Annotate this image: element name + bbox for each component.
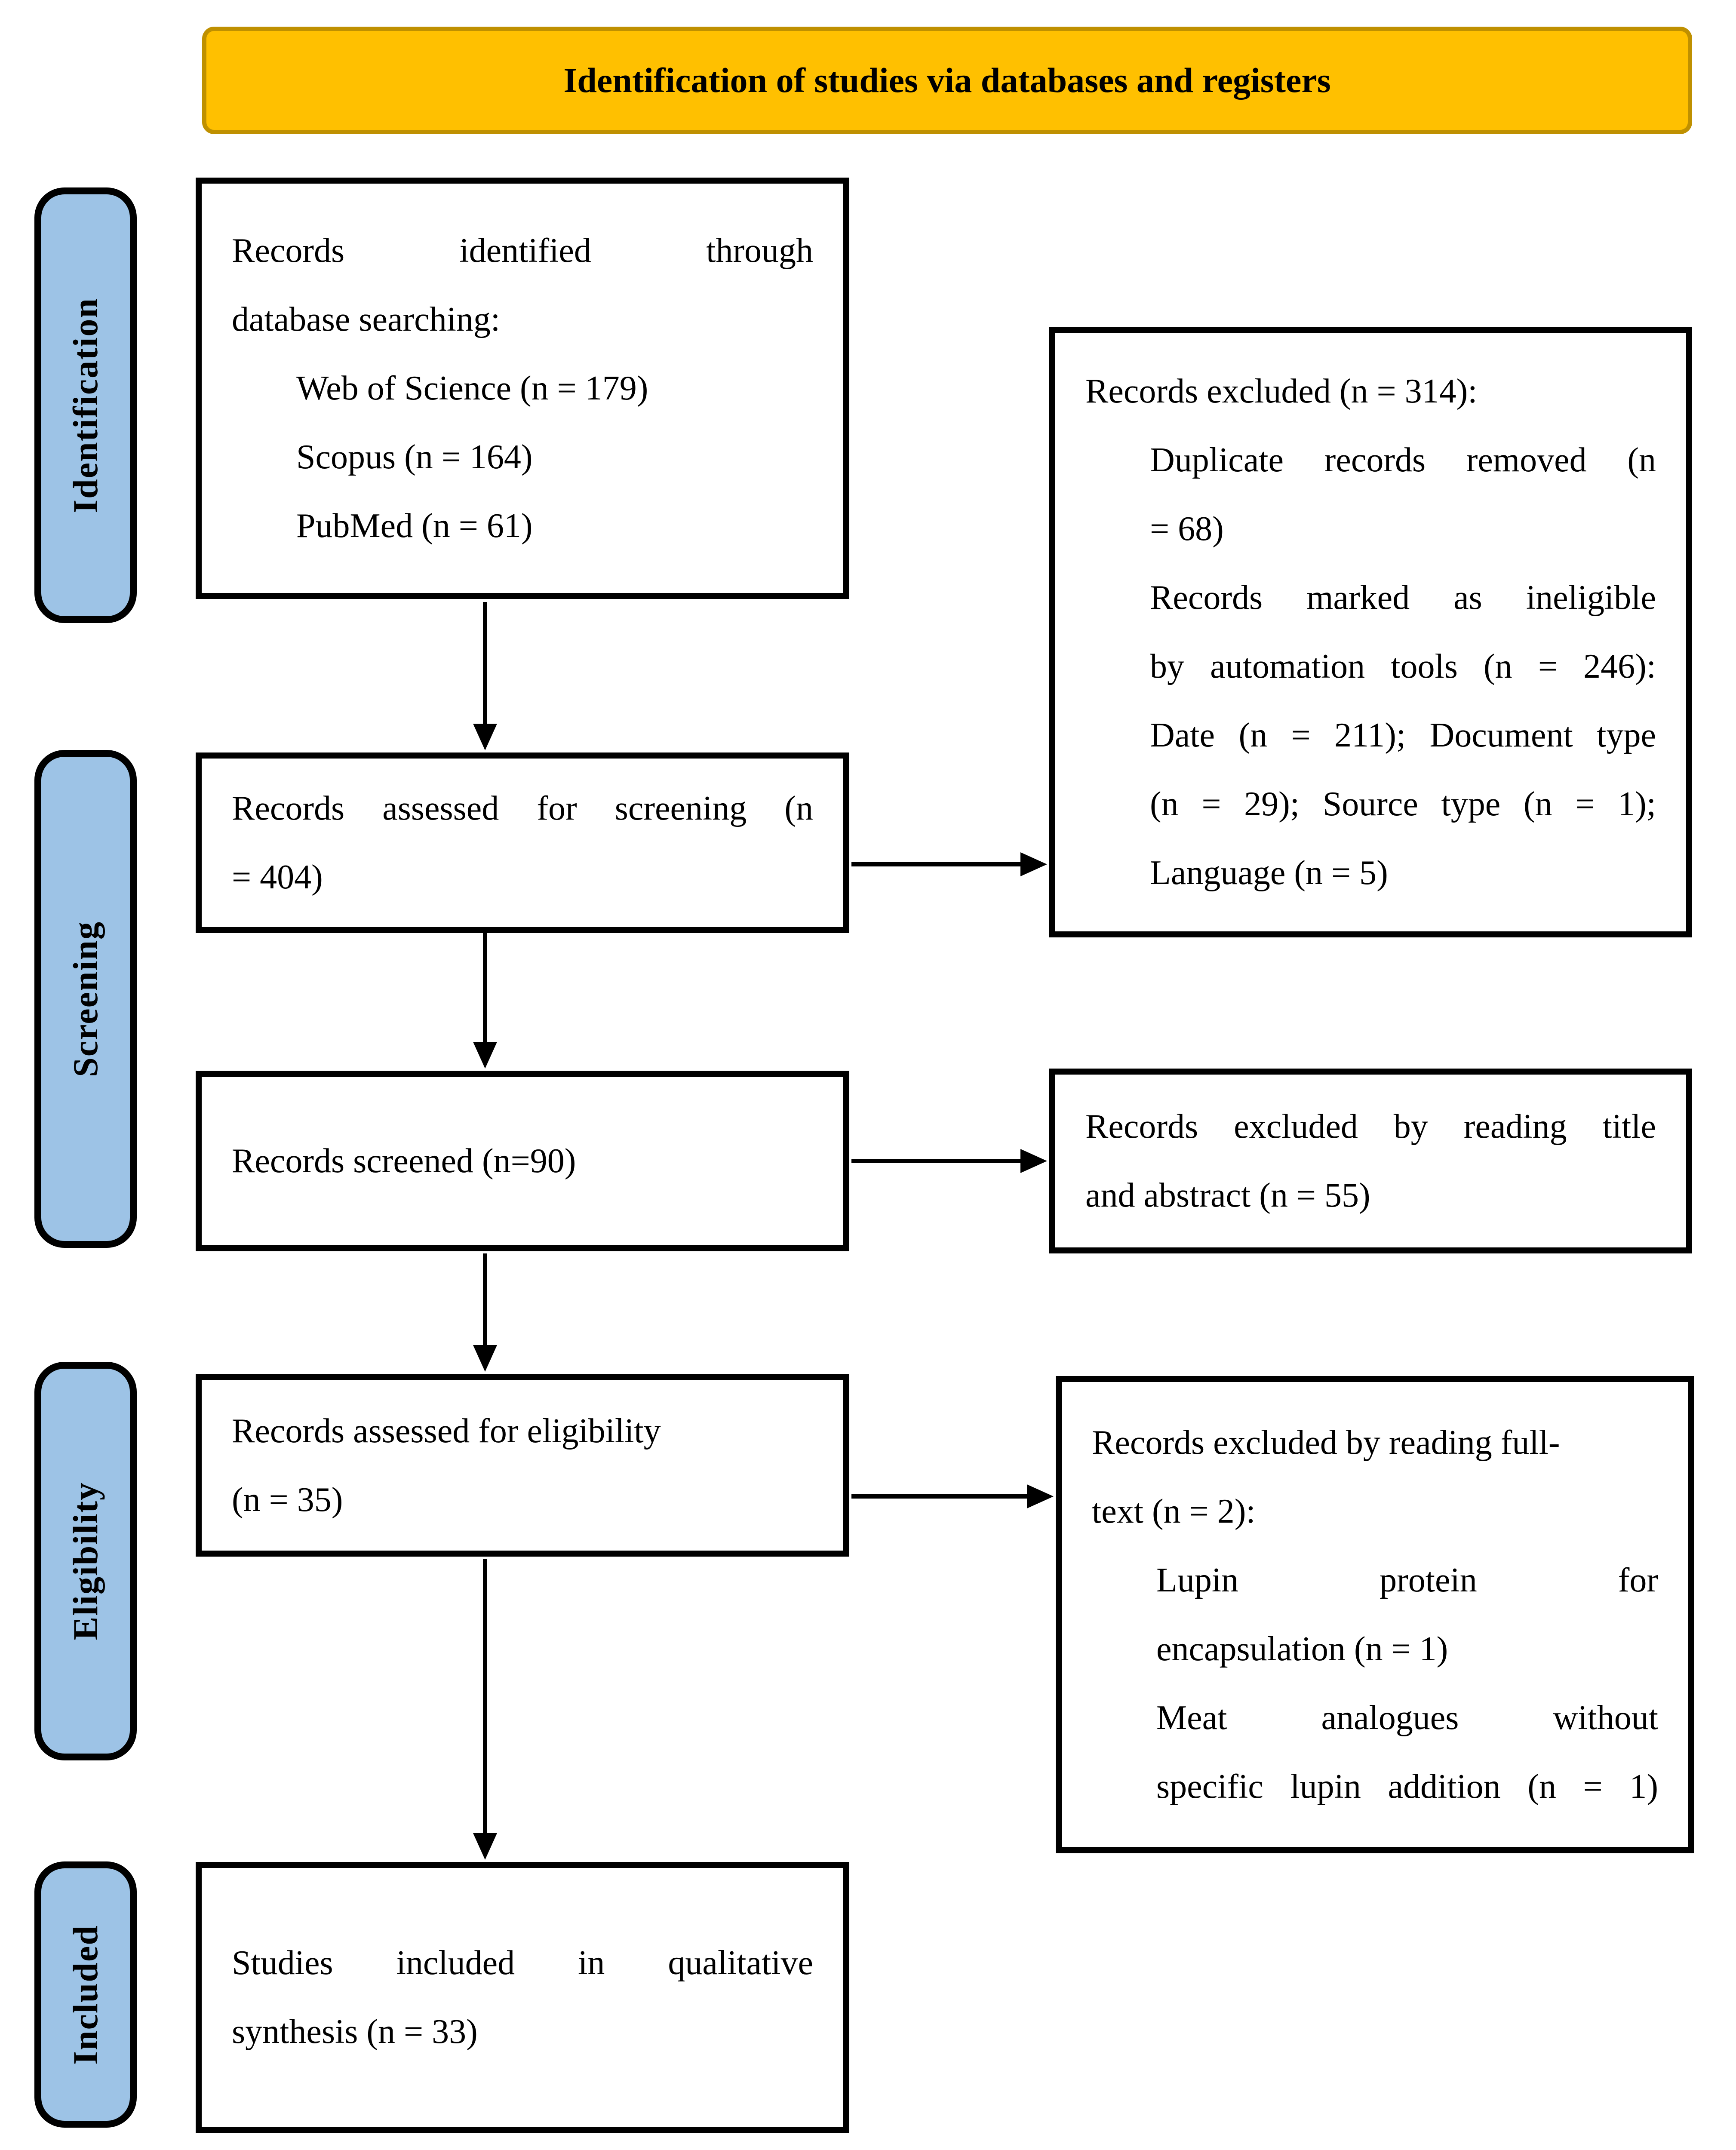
box-excluded-identification-line: Language (n = 5) bbox=[1150, 854, 1388, 892]
box-records-screened: Records screened (n=90) bbox=[196, 1071, 849, 1251]
box-records-identified-line: Web of Science (n = 179) bbox=[296, 369, 648, 407]
arrow-identified-to-screening-icon bbox=[473, 602, 497, 750]
box-assessed-for-screening-line: Records assessed for screening (n bbox=[232, 789, 813, 827]
stage-label-eligibility: Eligibility bbox=[34, 1362, 137, 1760]
box-excluded-screening: Records excluded by reading title and ab… bbox=[1049, 1069, 1692, 1253]
box-excluded-identification-line: Date (n = 211); Document type bbox=[1150, 716, 1656, 754]
arrow-screening-to-excluded-icon bbox=[851, 852, 1047, 876]
stage-label-screening-text: Screening bbox=[66, 921, 105, 1077]
box-excluded-eligibility-line: text (n = 2): bbox=[1092, 1493, 1256, 1530]
box-excluded-eligibility-line: Records excluded by reading full- bbox=[1092, 1424, 1560, 1462]
stage-label-identification-text: Identification bbox=[66, 297, 105, 513]
box-studies-included-line: Studies included in qualitative bbox=[232, 1944, 813, 1982]
arrow-screened-to-excluded-icon bbox=[851, 1149, 1047, 1173]
box-studies-included: Studies included in qualitative synthesi… bbox=[196, 1862, 849, 2133]
stage-label-eligibility-text: Eligibility bbox=[66, 1482, 105, 1640]
stage-label-included: Included bbox=[34, 1861, 137, 2128]
arrow-eligibility-to-included-icon bbox=[473, 1559, 497, 1860]
box-excluded-screening-line: and abstract (n = 55) bbox=[1085, 1176, 1370, 1214]
box-assessed-for-screening-line: = 404) bbox=[232, 858, 323, 896]
banner: Identification of studies via databases … bbox=[202, 27, 1692, 134]
box-excluded-identification-line: Records marked as ineligible bbox=[1150, 579, 1656, 617]
box-excluded-eligibility: Records excluded by reading full- text (… bbox=[1056, 1376, 1694, 1853]
box-excluded-identification-line: Duplicate records removed (n bbox=[1150, 441, 1656, 479]
box-excluded-eligibility-line: specific lupin addition (n = 1) bbox=[1156, 1768, 1658, 1806]
box-excluded-identification-line: Records excluded (n = 314): bbox=[1085, 372, 1478, 410]
box-excluded-eligibility-line: Lupin protein for bbox=[1156, 1561, 1658, 1599]
box-studies-included-line: synthesis (n = 33) bbox=[232, 2013, 478, 2051]
box-excluded-identification: Records excluded (n = 314): Duplicate re… bbox=[1049, 327, 1692, 937]
box-records-identified-line: Scopus (n = 164) bbox=[296, 438, 533, 476]
box-excluded-eligibility-line: encapsulation (n = 1) bbox=[1156, 1630, 1448, 1668]
box-excluded-screening-line: Records excluded by reading title bbox=[1085, 1108, 1656, 1146]
stage-label-identification: Identification bbox=[34, 187, 137, 623]
box-records-screened-line: Records screened (n=90) bbox=[232, 1142, 576, 1180]
box-assessed-for-eligibility-line: Records assessed for eligibility bbox=[232, 1412, 661, 1450]
box-records-identified-line: Records identified through bbox=[232, 232, 813, 270]
arrow-screening-to-screened-icon bbox=[473, 933, 497, 1069]
box-assessed-for-eligibility-line: (n = 35) bbox=[232, 1480, 343, 1519]
box-excluded-eligibility-line: Meat analogues without bbox=[1156, 1699, 1658, 1737]
box-excluded-identification-line: by automation tools (n = 246): bbox=[1150, 648, 1656, 685]
box-assessed-for-screening: Records assessed for screening (n = 404) bbox=[196, 752, 849, 933]
box-excluded-identification-line: = 68) bbox=[1150, 510, 1224, 548]
box-assessed-for-eligibility: Records assessed for eligibility (n = 35… bbox=[196, 1374, 849, 1557]
arrow-eligibility-to-excluded-icon bbox=[851, 1484, 1054, 1508]
box-records-identified-line: PubMed (n = 61) bbox=[296, 507, 533, 545]
box-records-identified-line: database searching: bbox=[232, 301, 501, 338]
stage-label-screening: Screening bbox=[34, 750, 137, 1248]
banner-title: Identification of studies via databases … bbox=[563, 61, 1331, 100]
box-excluded-identification-line: (n = 29); Source type (n = 1); bbox=[1150, 785, 1656, 823]
box-records-identified: Records identified through database sear… bbox=[196, 178, 849, 599]
stage-label-included-text: Included bbox=[66, 1924, 105, 2065]
arrow-screened-to-eligibility-icon bbox=[473, 1253, 497, 1372]
